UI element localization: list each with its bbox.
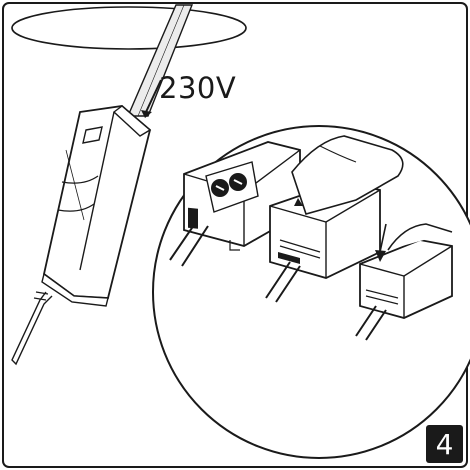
finger	[291, 135, 404, 215]
cable-clip	[33, 291, 49, 301]
ceiling-outline	[11, 6, 247, 50]
power-cable	[126, 4, 194, 117]
voltage-arrow-shaft	[145, 79, 162, 113]
second-finger	[387, 223, 453, 251]
finger-crease	[319, 145, 357, 163]
step-number-badge: 4	[426, 425, 463, 463]
voltage-arrow-head	[141, 110, 152, 118]
power-supply-unit	[41, 105, 152, 307]
voltage-label: 230V	[159, 71, 237, 105]
insert-arrow	[379, 223, 387, 253]
clamp-push-arrow	[294, 198, 303, 206]
insert-arrow-head	[375, 250, 386, 262]
power-cable-seam	[137, 4, 185, 117]
